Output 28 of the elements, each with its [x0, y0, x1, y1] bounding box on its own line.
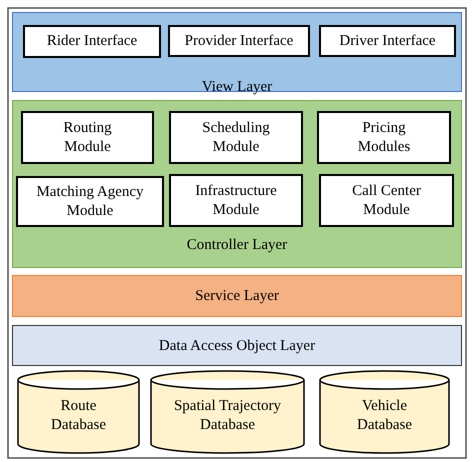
module-box	[21, 111, 154, 164]
module-label: Pricing Modules	[356, 118, 412, 156]
module-box	[169, 174, 303, 227]
database-label: Route Database	[50, 397, 107, 435]
layer-label: View Layer	[200, 78, 274, 97]
module-label: Provider Interface	[184, 32, 294, 50]
module-label: Infrastructure Module	[194, 182, 278, 220]
layer-panel	[12, 100, 462, 268]
module-label: Driver Interface	[339, 32, 436, 50]
database-label: Vehicle Database	[356, 397, 413, 435]
layer-label: Service Layer	[194, 287, 280, 306]
module-box	[319, 25, 456, 57]
module-label: Routing Module	[62, 118, 113, 156]
module-label: Rider Interface	[46, 32, 138, 51]
module-box	[168, 25, 310, 57]
layer-label: Controller Layer	[186, 236, 288, 255]
module-box	[317, 111, 451, 164]
module-label: Call Center Module	[351, 182, 422, 220]
module-label: Matching Agency Module	[35, 182, 145, 220]
database-label: Spatial Trajectory Database	[172, 397, 282, 435]
layer-label: Data Access Object Layer	[158, 337, 316, 356]
module-box	[23, 25, 161, 58]
layer-panel	[12, 275, 462, 317]
module-box	[169, 111, 303, 164]
module-label: Scheduling Module	[201, 118, 271, 156]
layer-panel	[12, 325, 462, 366]
module-box	[319, 174, 454, 227]
module-box	[16, 176, 164, 227]
